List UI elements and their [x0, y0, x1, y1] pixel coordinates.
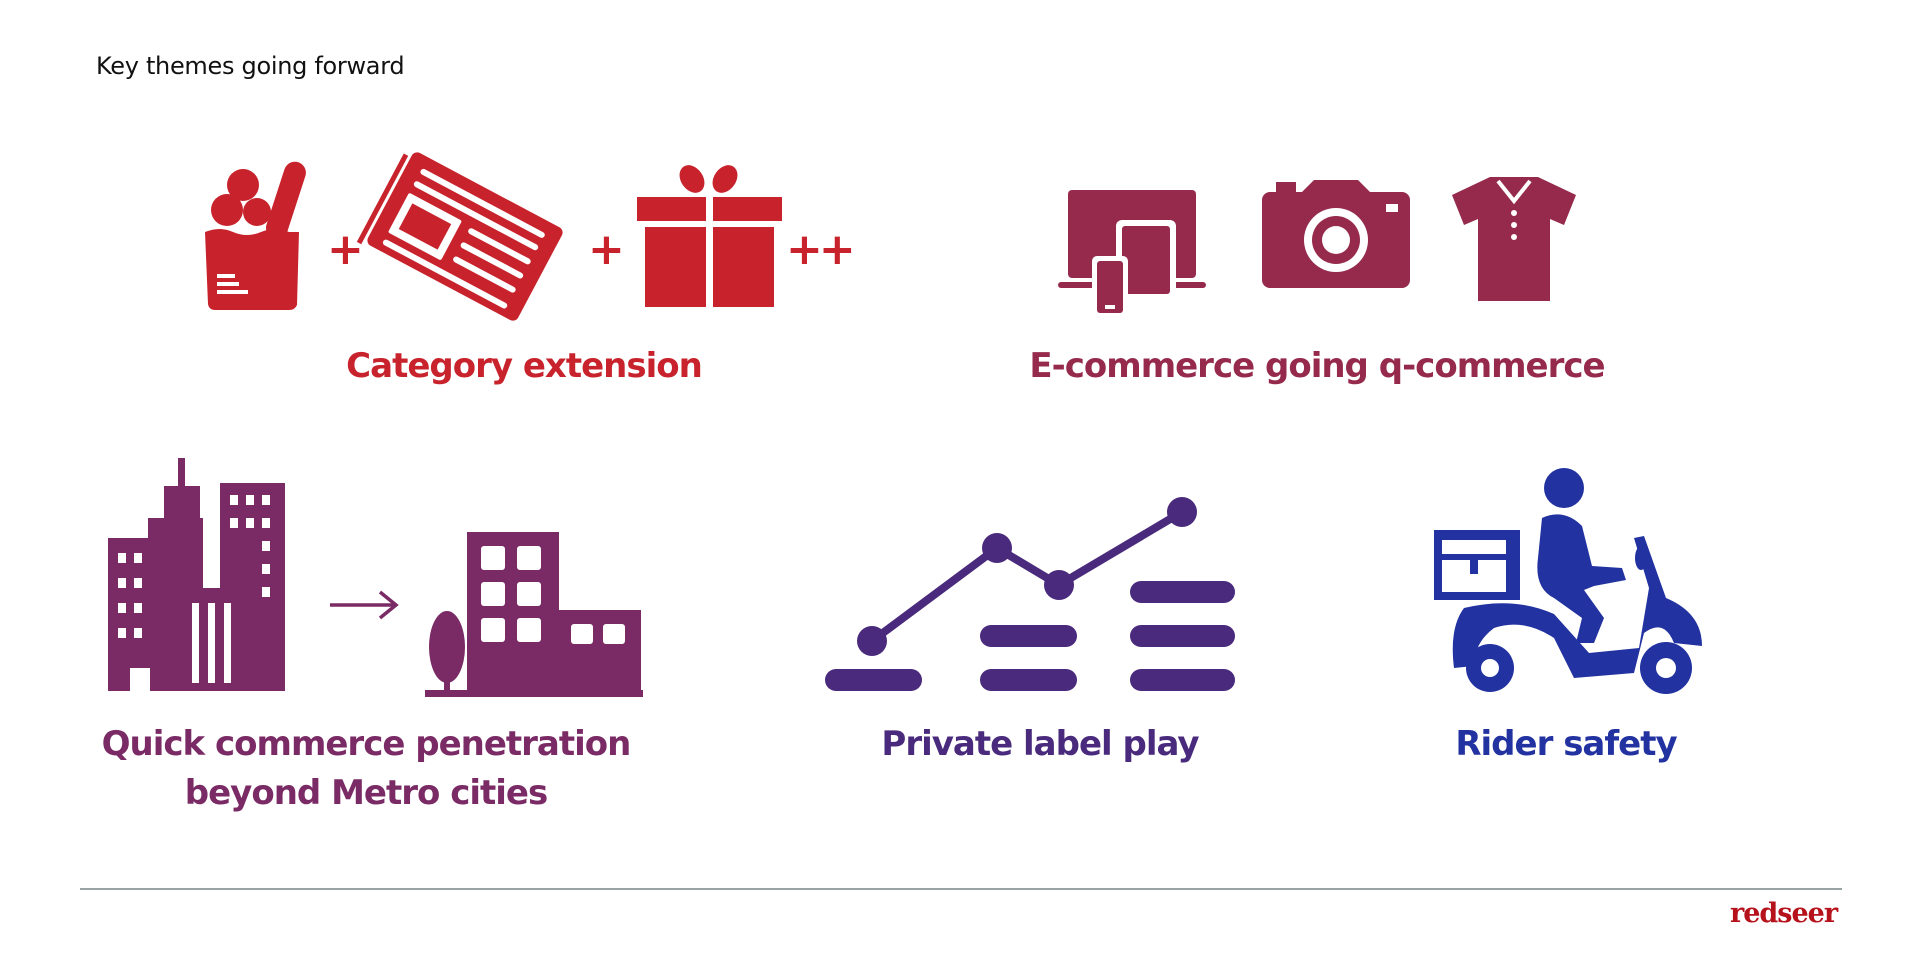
theme-label-ecommerce-qcommerce: E-commerce going q-commerce [1029, 346, 1605, 386]
delivery-scooter-icon [1434, 468, 1702, 694]
growth-chart-icon [825, 497, 1235, 691]
devices-icon [1058, 190, 1206, 318]
plus-icon: + [588, 224, 625, 275]
camera-icon [1262, 180, 1410, 288]
theme-label-private-label: Private label play [881, 724, 1199, 764]
gift-icon [637, 165, 782, 307]
theme-label-category-extension: Category extension [346, 346, 703, 386]
theme-label-quick-commerce-line2: beyond Metro cities [184, 773, 548, 813]
plus-icon: + [327, 224, 364, 275]
metro-city-icon [108, 458, 285, 691]
theme-label-quick-commerce-line1: Quick commerce penetration [101, 724, 632, 764]
redseer-logo: redseer [1730, 898, 1838, 929]
polo-shirt-icon [1452, 177, 1576, 301]
newspaper-icon [356, 152, 563, 321]
slide-title: Key themes going forward [96, 52, 405, 80]
plus-plus-icon: ++ [786, 224, 856, 275]
footer-divider [80, 888, 1842, 890]
arrow-right-icon [330, 590, 399, 620]
small-town-icon [425, 532, 643, 697]
theme-label-rider-safety: Rider safety [1455, 724, 1677, 764]
grocery-bag-icon [205, 161, 306, 310]
